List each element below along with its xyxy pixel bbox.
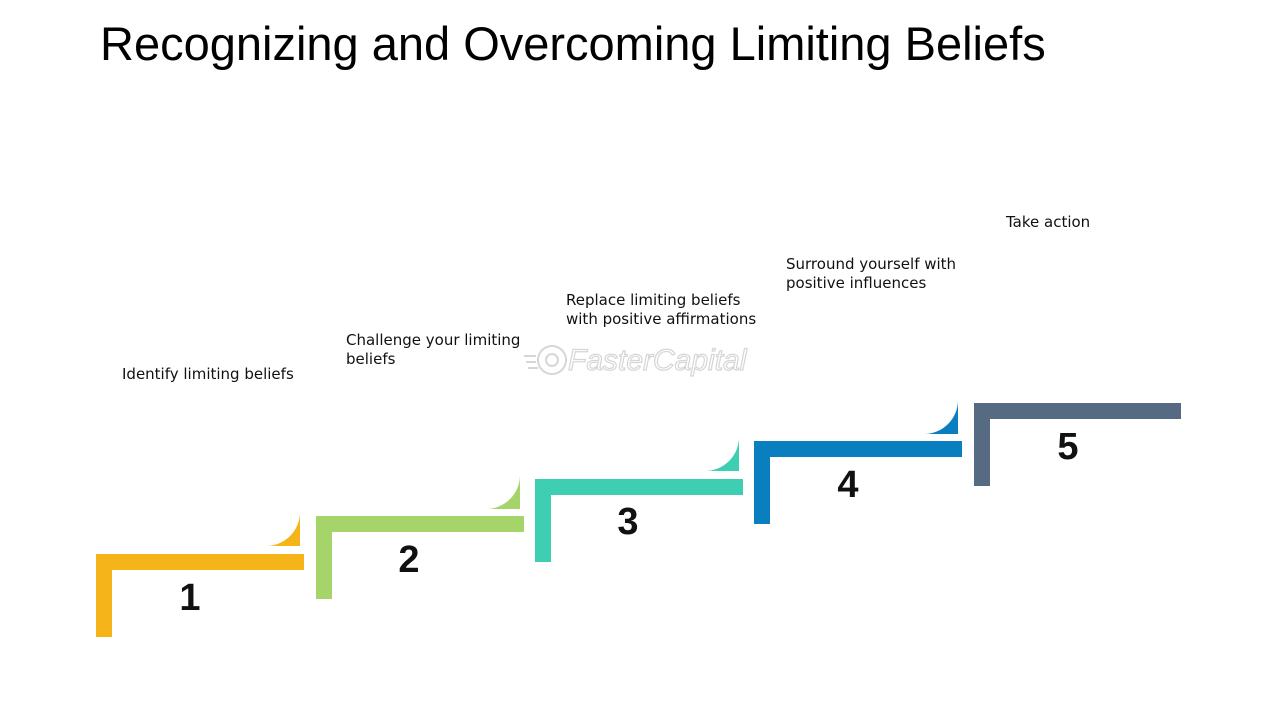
step-1-number: 1 <box>179 577 201 619</box>
step-2-bar-vertical <box>316 516 332 599</box>
step-5-bar-horizontal <box>974 403 1181 419</box>
step-1-bar-horizontal <box>96 554 304 570</box>
step-3-corner-curl <box>705 437 739 471</box>
watermark-text: FasterCapital <box>568 344 748 377</box>
step-1-corner-curl <box>266 512 300 546</box>
step-5-bar-vertical <box>974 403 990 486</box>
step-2-label: Challenge your limiting beliefs <box>346 331 521 368</box>
slide-title: Recognizing and Overcoming Limiting Beli… <box>100 17 1046 70</box>
step-4-bar-vertical <box>754 441 770 524</box>
step-1-bar-vertical <box>96 554 112 637</box>
step-4-corner-curl <box>924 400 958 434</box>
step-3-label: Replace limiting beliefs with positive a… <box>566 291 757 328</box>
step-2-corner-curl <box>486 475 520 509</box>
step-4-label: Surround yourself with positive influenc… <box>786 255 957 292</box>
step-2-bar-horizontal <box>316 516 524 532</box>
step-5-number: 5 <box>1057 426 1079 468</box>
step-4-bar-horizontal <box>754 441 962 457</box>
step-3-bar-horizontal <box>535 479 743 495</box>
step-2-number: 2 <box>398 539 420 581</box>
watermark-logo: FasterCapital <box>524 343 748 378</box>
step-4-number: 4 <box>837 464 859 506</box>
watermark-gear-icon <box>524 345 567 375</box>
step-1-label: Identify limiting beliefs <box>122 365 294 383</box>
step-3-bar-vertical <box>535 479 551 562</box>
step-5-label: Take action <box>1006 213 1091 231</box>
step-3-number: 3 <box>617 501 639 543</box>
